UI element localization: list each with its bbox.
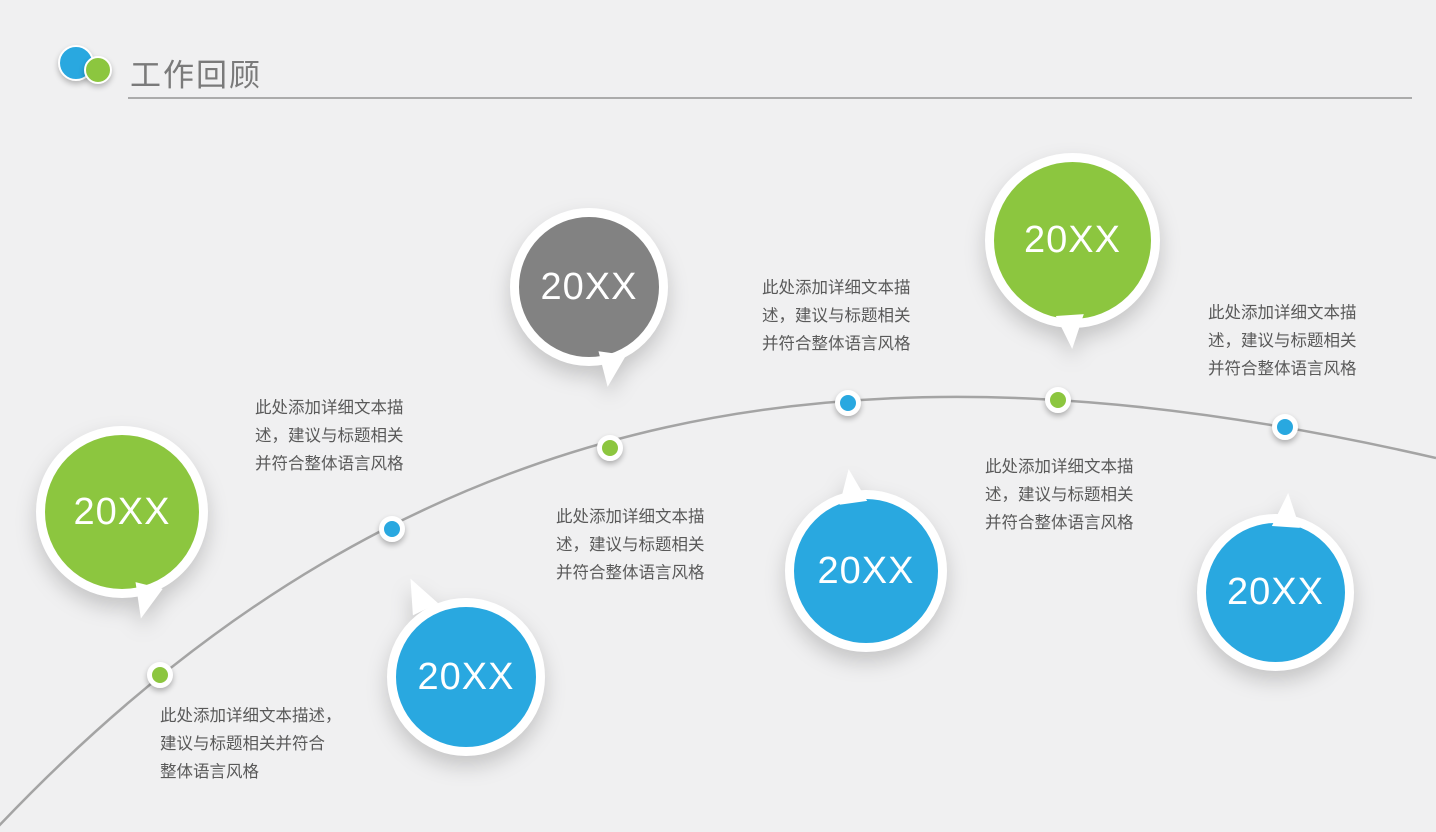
desc-line: 建议与标题相关并符合 bbox=[160, 735, 325, 753]
logo-circle-green-icon bbox=[84, 56, 112, 84]
desc-line: 此处添加详细文本描 bbox=[1208, 304, 1357, 322]
title-divider bbox=[128, 97, 1412, 99]
milestone-description: 此处添加详细文本描 述，建议与标题相关 并符合整体语言风格 bbox=[985, 453, 1134, 537]
milestone-bubble: 20XX bbox=[510, 208, 668, 389]
desc-line: 此处添加详细文本描 bbox=[255, 399, 404, 417]
desc-line: 并符合整体语言风格 bbox=[985, 514, 1134, 532]
desc-line: 述，建议与标题相关 bbox=[985, 486, 1134, 504]
milestone-bubble: 20XX bbox=[387, 572, 545, 756]
timeline-dot bbox=[835, 390, 861, 416]
milestone-year: 20XX bbox=[817, 549, 915, 592]
bubble-tail-icon bbox=[834, 467, 868, 505]
bubble-tail-icon bbox=[1271, 492, 1302, 528]
desc-line: 整体语言风格 bbox=[160, 763, 259, 781]
milestone-year: 20XX bbox=[540, 265, 638, 308]
desc-line: 述，建议与标题相关 bbox=[1208, 332, 1357, 350]
milestone-bubble: 20XX bbox=[36, 426, 208, 622]
desc-line: 此处添加详细文本描 bbox=[762, 279, 911, 297]
desc-line: 述，建议与标题相关 bbox=[762, 307, 911, 325]
milestone-year: 20XX bbox=[73, 490, 171, 533]
milestone-description: 此处添加详细文本描述， 建议与标题相关并符合 整体语言风格 bbox=[160, 702, 342, 786]
timeline-dot bbox=[147, 662, 173, 688]
desc-line: 述，建议与标题相关 bbox=[556, 536, 705, 554]
milestone-description: 此处添加详细文本描 述，建议与标题相关 并符合整体语言风格 bbox=[255, 394, 404, 478]
desc-line: 并符合整体语言风格 bbox=[762, 335, 911, 353]
milestone-description: 此处添加详细文本描 述，建议与标题相关 并符合整体语言风格 bbox=[762, 274, 911, 358]
desc-line: 述，建议与标题相关 bbox=[255, 427, 404, 445]
timeline-dot bbox=[1272, 414, 1298, 440]
desc-line: 此处添加详细文本描 bbox=[985, 458, 1134, 476]
timeline-dot bbox=[597, 435, 623, 461]
timeline-dot bbox=[379, 516, 405, 542]
desc-line: 并符合整体语言风格 bbox=[255, 455, 404, 473]
bubble-tail-icon bbox=[593, 351, 627, 389]
timeline-dot bbox=[1045, 387, 1071, 413]
milestone-description: 此处添加详细文本描 述，建议与标题相关 并符合整体语言风格 bbox=[1208, 299, 1357, 383]
desc-line: 此处添加详细文本描述， bbox=[160, 707, 342, 725]
milestone-bubble: 20XX bbox=[1197, 492, 1354, 671]
milestone-bubble: 20XX bbox=[785, 467, 947, 652]
desc-line: 并符合整体语言风格 bbox=[556, 564, 705, 582]
desc-line: 此处添加详细文本描 bbox=[556, 508, 705, 526]
milestone-year: 20XX bbox=[1024, 219, 1121, 261]
milestone-year: 20XX bbox=[417, 655, 515, 698]
page-title: 工作回顾 bbox=[130, 58, 262, 93]
milestone-description: 此处添加详细文本描 述，建议与标题相关 并符合整体语言风格 bbox=[556, 503, 705, 587]
milestone-year: 20XX bbox=[1227, 571, 1324, 613]
desc-line: 并符合整体语言风格 bbox=[1208, 360, 1357, 378]
bubble-tail-icon bbox=[1055, 314, 1086, 350]
milestone-bubble: 20XX bbox=[985, 153, 1160, 350]
